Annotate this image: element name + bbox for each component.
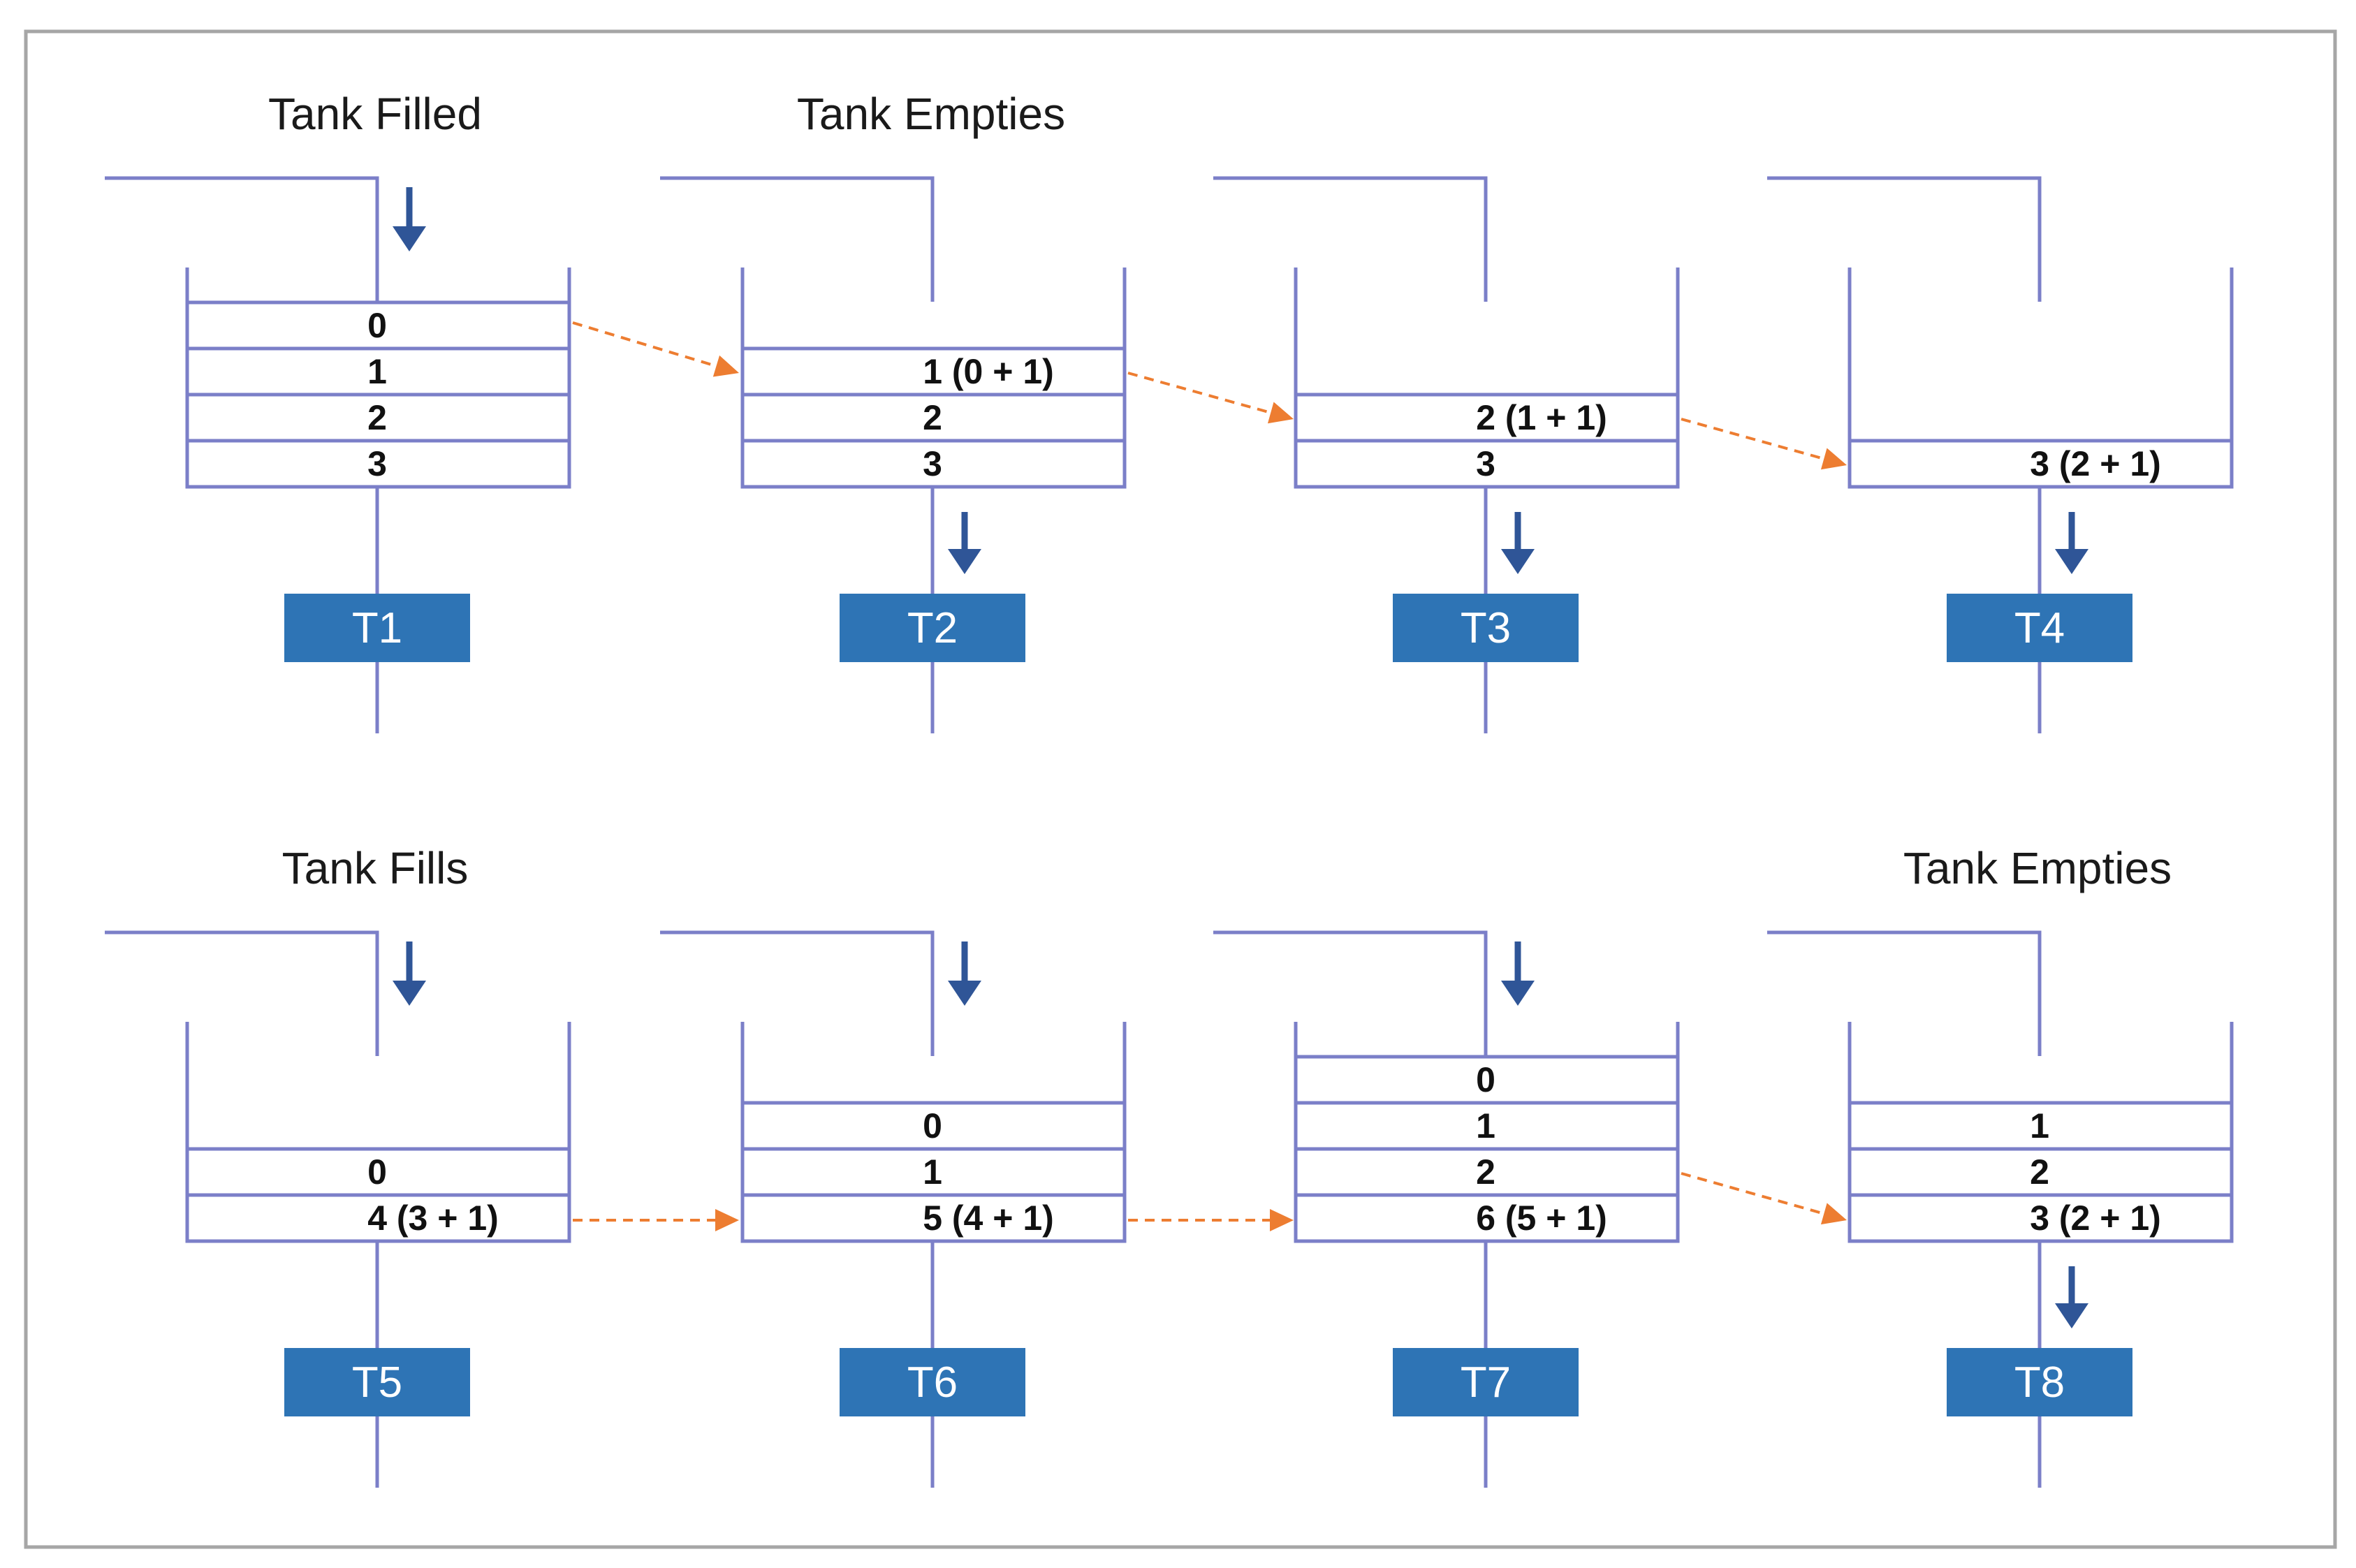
- transfer-link-t1-t2-head: [712, 355, 739, 377]
- transfer-link-t6-t7-head: [1270, 1209, 1294, 1231]
- tank-stage-t6: 0 1 5 (4 + 1) T6: [660, 930, 1127, 1488]
- tank-cell: [185, 300, 571, 351]
- outflow-arrow-head: [2055, 1303, 2088, 1328]
- stage-label-box: [284, 594, 470, 662]
- stage-label: T6: [907, 1358, 958, 1407]
- cell-value: 3: [923, 444, 942, 483]
- inflow-arrow-head: [393, 981, 426, 1006]
- transfer-link-t3-t4-line: [1681, 418, 1824, 460]
- title-tank-fills: Tank Fills: [282, 843, 469, 893]
- transfer-link-t7-t8-head: [1820, 1203, 1847, 1225]
- tank-cell: [1848, 1147, 2234, 1197]
- stage-label-box: [840, 1348, 1025, 1416]
- inlet-pipe: [1213, 176, 1488, 302]
- inflow-arrow-head: [393, 226, 426, 251]
- tank-cell: [1848, 439, 2234, 489]
- cell-value: 3: [1476, 444, 1495, 483]
- cell-value: 3: [367, 444, 387, 483]
- cell-value: 5 (4 + 1): [923, 1199, 1054, 1238]
- inlet-pipe: [660, 930, 935, 1056]
- tank-cell: [185, 439, 571, 489]
- cell-value: 3 (2 + 1): [2030, 444, 2161, 483]
- outflow-arrow-head: [1501, 549, 1535, 574]
- transfer-link-t2-t3-line: [1127, 372, 1271, 414]
- tank-cell: [185, 1193, 571, 1243]
- cell-value: 1: [367, 352, 387, 391]
- cell-value: 4 (3 + 1): [367, 1199, 499, 1238]
- tank-stage-t5: 0 4 (3 + 1) T5: [105, 930, 571, 1488]
- stage-label: T2: [907, 604, 958, 652]
- title-tank-empties-2: Tank Empties: [1903, 843, 2172, 893]
- cell-value: 0: [367, 306, 387, 345]
- outflow-arrow-head: [948, 549, 981, 574]
- cell-value: 2: [2030, 1152, 2049, 1192]
- tank-cell: [1848, 1193, 2234, 1243]
- cell-value: 2: [1476, 1152, 1495, 1192]
- tank-stage-t8: 1 2 3 (2 + 1) T8: [1767, 930, 2234, 1488]
- cell-value: 0: [1476, 1060, 1495, 1099]
- tank-cell: [740, 439, 1127, 489]
- stage-label-box: [1947, 1348, 2132, 1416]
- cell-value: 1: [1476, 1106, 1495, 1145]
- tank-cell: [185, 346, 571, 397]
- tank-cell: [1294, 439, 1680, 489]
- stage-label: T4: [2014, 604, 2065, 652]
- tank-stage-t7: 0 1 2 6 (5 + 1) T7: [1213, 930, 1680, 1488]
- inflow-arrow-head: [948, 981, 981, 1006]
- tank-stage-t1: 0 1 2 3T1: [105, 176, 571, 733]
- title-tank-filled: Tank Filled: [268, 89, 482, 139]
- tank-cell: [1848, 1101, 2234, 1151]
- inlet-pipe: [105, 176, 379, 302]
- cell-value: 2: [923, 398, 942, 437]
- cell-value: 0: [367, 1152, 387, 1192]
- stage-label: T8: [2014, 1358, 2065, 1407]
- stage-label-box: [840, 594, 1025, 662]
- cell-value: 0: [923, 1106, 942, 1145]
- stage-label: T5: [352, 1358, 402, 1407]
- tanks-layer: 0 1 2 3T1 1 (0 + 1) 2 3T2 2 (1 + 1) 3T3 3 (2 + 1)…: [105, 176, 2234, 1488]
- transfer-link-t3-t4-head: [1820, 448, 1847, 470]
- cell-value: 6 (5 + 1): [1476, 1199, 1607, 1238]
- stage-label-box: [1393, 594, 1579, 662]
- inlet-pipe: [1767, 930, 2042, 1056]
- tank-cell: [740, 1193, 1127, 1243]
- transfer-links-layer: [572, 321, 1847, 1231]
- stage-label-box: [1393, 1348, 1579, 1416]
- stage-label: T7: [1461, 1358, 1511, 1407]
- inlet-pipe: [105, 930, 379, 1056]
- diagram-frame: [24, 29, 2337, 1549]
- outflow-arrow-head: [2055, 549, 2088, 574]
- transfer-link-t2-t3-head: [1267, 402, 1294, 424]
- stage-label: T3: [1461, 604, 1511, 652]
- stage-label-box: [284, 1348, 470, 1416]
- inlet-pipe: [1213, 930, 1488, 1056]
- transfer-link-t1-t2-line: [572, 321, 717, 368]
- cell-value: 1 (0 + 1): [923, 352, 1054, 391]
- inflow-arrow-head: [1501, 981, 1535, 1006]
- cell-value: 3 (2 + 1): [2030, 1199, 2161, 1238]
- tank-stage-t3: 2 (1 + 1) 3T3: [1213, 176, 1680, 733]
- cell-value: 1: [2030, 1106, 2049, 1145]
- cell-value: 2 (1 + 1): [1476, 398, 1607, 437]
- tank-stage-t2: 1 (0 + 1) 2 3T2: [660, 176, 1127, 733]
- tank-cell: [740, 393, 1127, 443]
- transfer-link-t7-t8-line: [1681, 1172, 1824, 1215]
- cell-value: 1: [923, 1152, 942, 1192]
- tank-stage-t4: 3 (2 + 1) T4: [1767, 176, 2234, 733]
- stage-label-box: [1947, 594, 2132, 662]
- stage-label: T1: [352, 604, 402, 652]
- tank-cell: [740, 1147, 1127, 1197]
- inlet-pipe: [660, 176, 935, 302]
- tank-cell: [1294, 1193, 1680, 1243]
- title-tank-empties: Tank Empties: [797, 89, 1065, 139]
- transfer-link-t5-t6-head: [715, 1209, 739, 1231]
- inlet-pipe: [1767, 176, 2042, 302]
- tank-cell: [740, 1101, 1127, 1151]
- cell-value: 2: [367, 398, 387, 437]
